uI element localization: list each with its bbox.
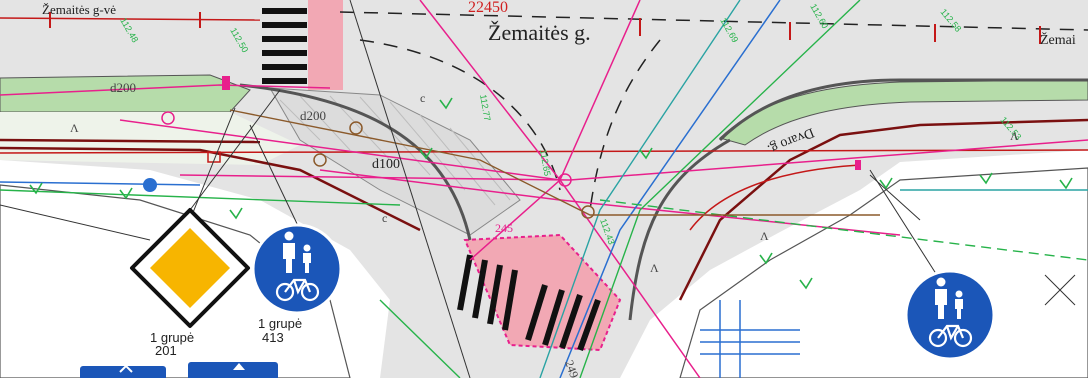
bicycle-icon [275, 278, 320, 302]
crosswalk-top-stripes [262, 8, 307, 84]
red-box-icon [207, 151, 221, 163]
crosswalk-bottom-stripes [457, 254, 601, 352]
pedestrian-icon [284, 231, 294, 241]
pipe-label-d100: d100 [372, 157, 400, 172]
dashed-carriageway-lines [339, 11, 1088, 211]
label-lambda: Λ [650, 261, 659, 275]
bottom-blue-signs [80, 362, 278, 378]
pedestrian-bicycle-sign [251, 223, 343, 315]
street-label-right: Žemai [1040, 31, 1076, 48]
street-label-left: Žemaitės g-vė [42, 2, 116, 17]
label-c: c [420, 91, 425, 105]
teal-lines [539, 0, 1088, 378]
sign-code-label: 413 [262, 330, 284, 345]
green-code: 112.65 [538, 149, 553, 177]
pedestrian-icon [936, 277, 946, 287]
blue-point-icon [143, 178, 157, 192]
sign-group-label: 1 grupė [150, 330, 194, 345]
sign-group-label: 1 grupė [258, 316, 302, 331]
magenta-marker-icon [222, 76, 230, 90]
green-code: 112.77 [478, 94, 493, 122]
label-lambda: Λ [1010, 129, 1019, 143]
pipe-label-d200-a: d200 [110, 80, 136, 95]
dark-red-lines [0, 118, 1088, 301]
label-lambda: Λ [70, 121, 79, 135]
green-strip-left [0, 74, 251, 113]
magenta-marker-icon [855, 160, 861, 170]
street-label-main: Žemaitės g. [488, 20, 591, 45]
manholes [313, 121, 595, 219]
hatched-island [269, 87, 521, 236]
sign-leader-lines [189, 107, 941, 281]
label-lambda: Λ [760, 229, 769, 243]
red-number-top: 22450 [468, 0, 508, 16]
priority-road-sign [130, 208, 250, 328]
red-lines [0, 17, 1088, 231]
blue-lines [0, 0, 800, 378]
red-tick-marks [49, 12, 1041, 44]
brown-lines [229, 109, 880, 216]
pedestrian-bicycle-sign [904, 269, 996, 361]
pipe-label-d200-b: d200 [300, 108, 326, 123]
curb-lines [239, 78, 1088, 321]
label-249: 249 [562, 358, 581, 378]
crosswalk-top-pink [308, 0, 343, 90]
label-245: 245 [495, 221, 513, 235]
bicycle-icon [928, 324, 973, 348]
annotation-labels: c c 245 249 Λ Λ Λ Λ [70, 91, 1019, 378]
sign-code-label: 201 [155, 343, 177, 358]
label-c: c [382, 211, 387, 225]
magenta-circles [161, 111, 572, 187]
